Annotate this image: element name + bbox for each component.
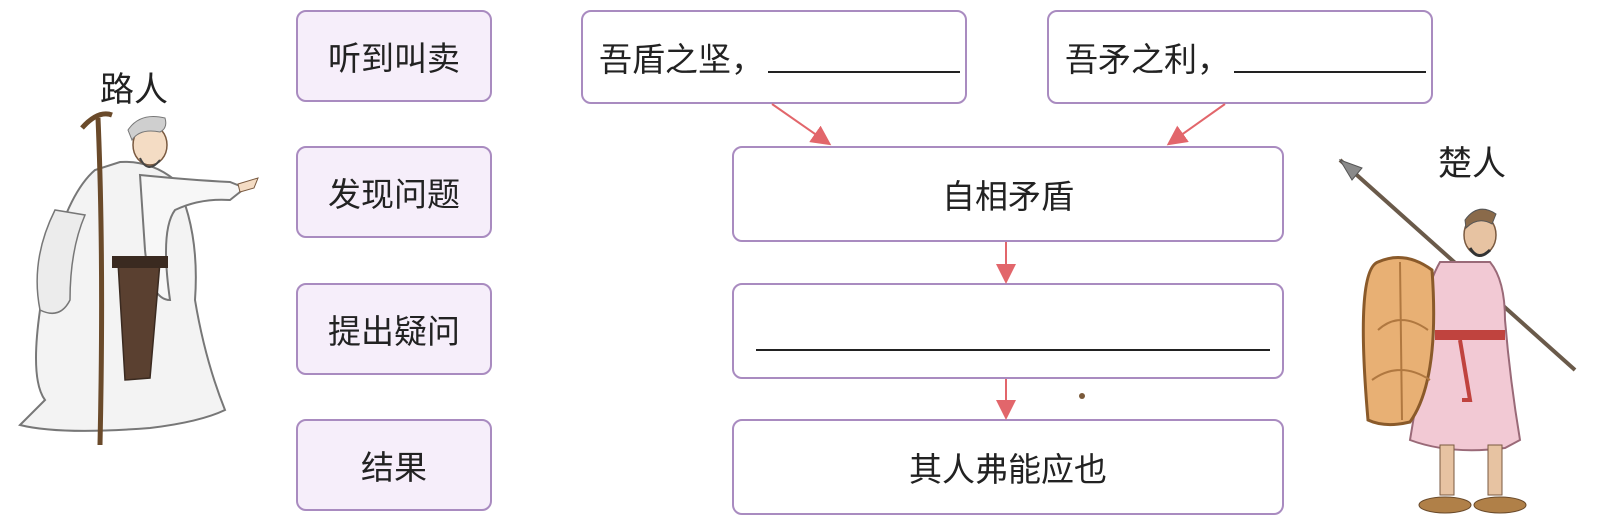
arrow-shield-to-discovery [772, 104, 828, 143]
speck [1079, 393, 1085, 399]
arrow-spear-to-discovery [1170, 104, 1225, 143]
passerby-figure [20, 114, 258, 445]
chu-man-figure [1340, 160, 1575, 513]
